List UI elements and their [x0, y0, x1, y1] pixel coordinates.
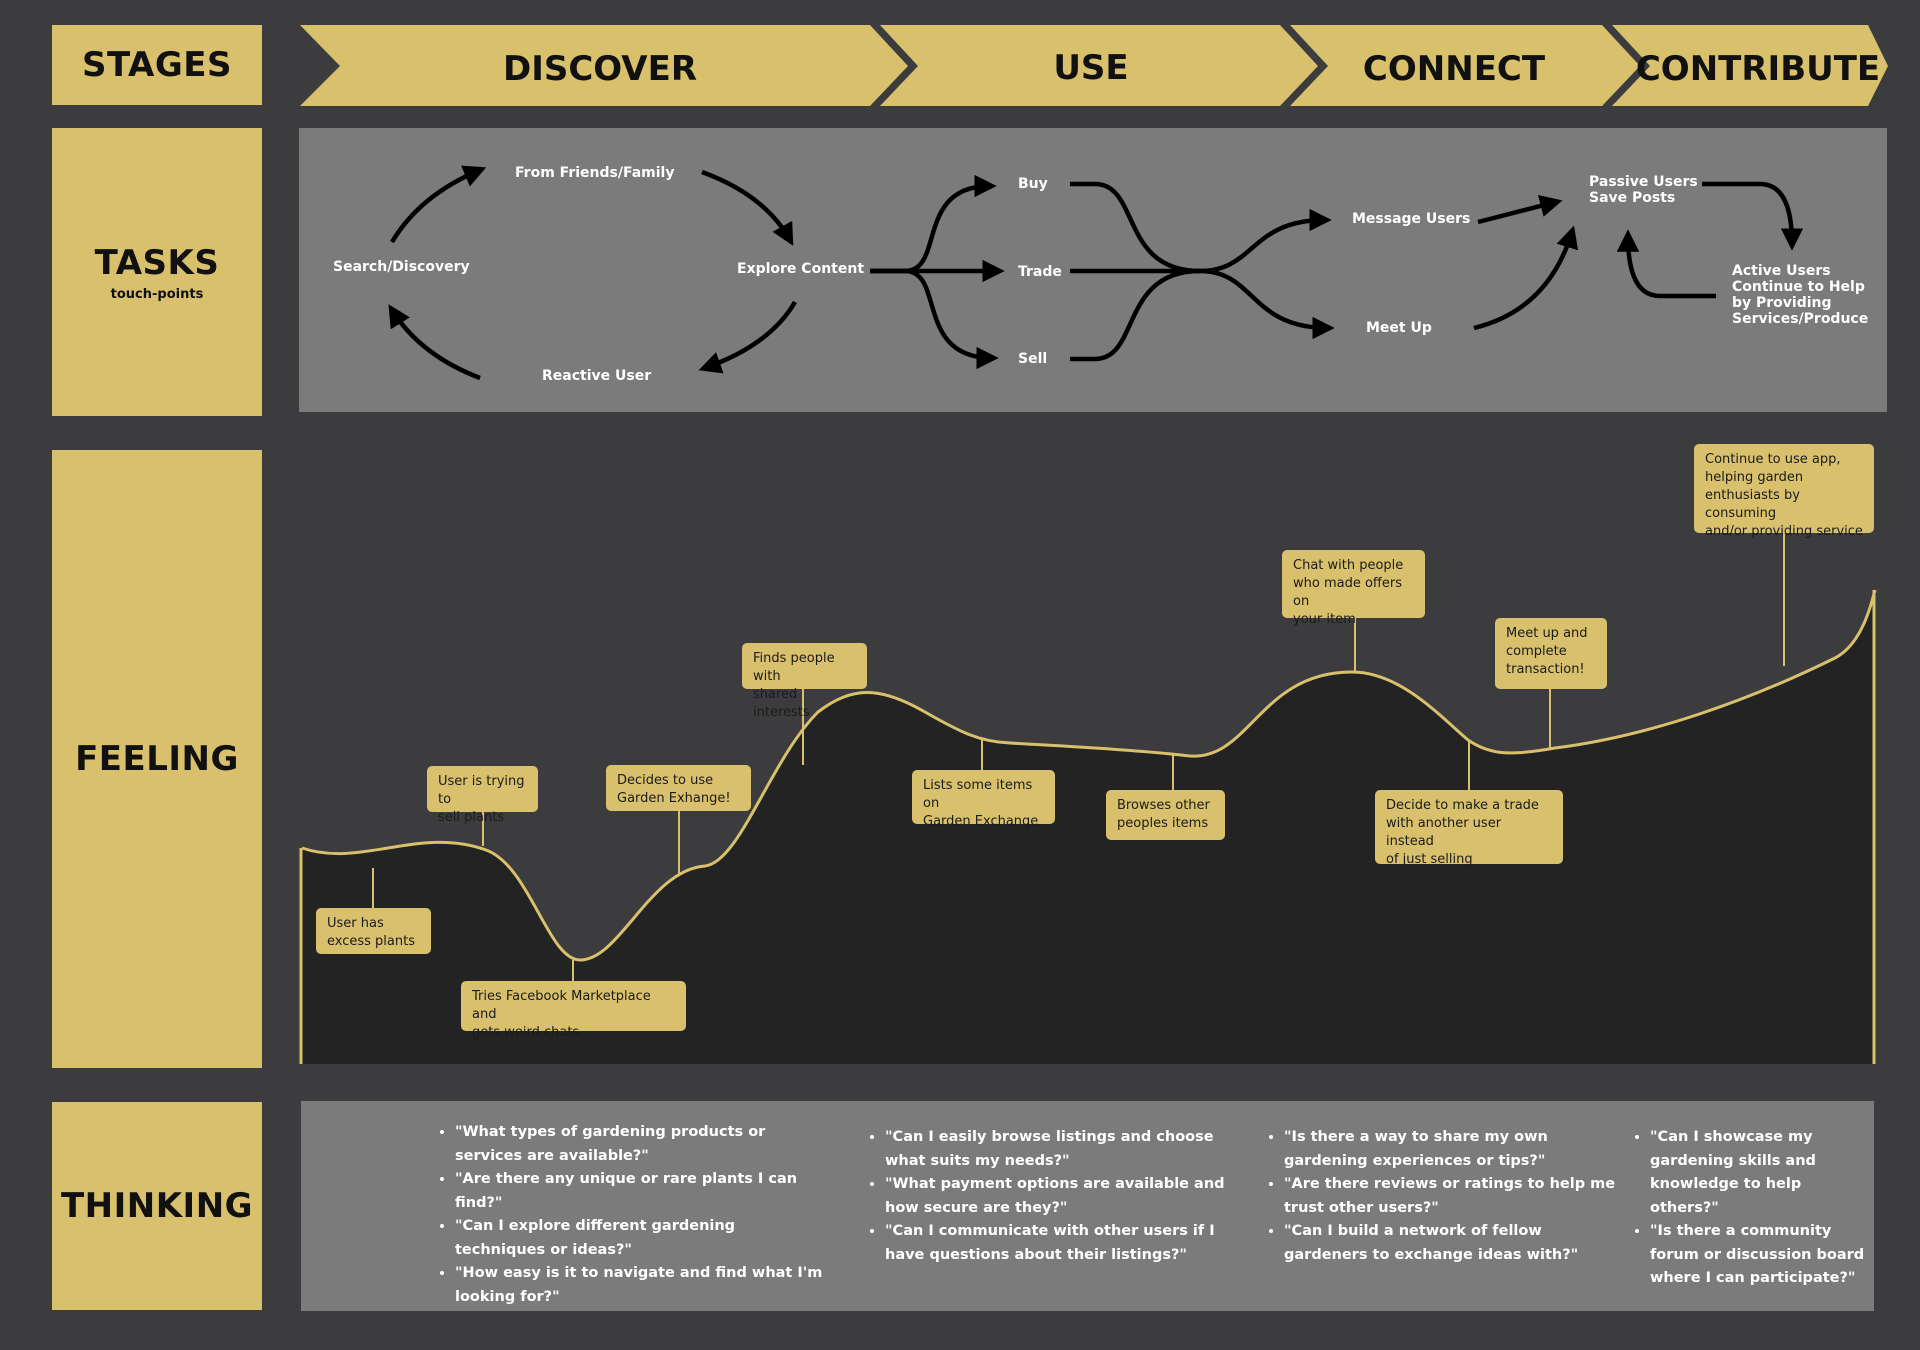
task-passive-users: Passive Users Save Posts [1589, 174, 1703, 206]
thinking-item: "Is there a way to share my own gardenin… [1284, 1126, 1629, 1173]
arrow-reactive-to-search [388, 304, 481, 381]
tasks-flow-diagram: Search/Discovery From Friends/Family Exp… [333, 165, 1870, 384]
stage-label-use: USE [1053, 48, 1128, 88]
feeling-row-label: FEELING [52, 450, 262, 1068]
arrow-friends-to-explore [701, 169, 794, 246]
note-lists-items: Lists some items on Garden Exchange [912, 770, 1055, 829]
task-active-line-2: Continue to Help [1732, 279, 1865, 295]
note-continue-to-use: Continue to use app, helping garden enth… [1694, 444, 1874, 539]
tasks-row-title: TASKS [94, 242, 220, 283]
task-active-line-1: Active Users [1732, 263, 1831, 279]
thinking-item: "Are there reviews or ratings to help me… [1284, 1173, 1629, 1220]
arrow-meetup-to-passive [1473, 225, 1579, 331]
arrow-message-to-passive [1477, 195, 1563, 225]
stage-chevron-use [880, 25, 1318, 106]
task-explore-content: Explore Content [737, 261, 864, 277]
task-buy: Buy [1018, 176, 1048, 192]
arrow-explore-to-reactive [698, 300, 797, 374]
thinking-item: "What types of gardening products or ser… [455, 1121, 825, 1168]
stages-row-label: STAGES [52, 25, 262, 105]
task-passive-line-1: Passive Users [1589, 174, 1698, 190]
task-passive-line-2: Save Posts [1589, 190, 1675, 206]
thinking-item: "Can I communicate with other users if I… [885, 1220, 1255, 1267]
merge-from-buy [1070, 181, 1201, 274]
stage-label-discover: DISCOVER [503, 49, 697, 89]
merge-from-sell [1070, 268, 1201, 362]
task-reactive-user: Reactive User [542, 368, 651, 384]
stage-chevron-discover [300, 25, 908, 106]
thinking-column-contribute: "Can I showcase my gardening skills and … [1632, 1126, 1875, 1291]
note-facebook-marketplace: Tries Facebook Marketplace and gets weir… [461, 981, 686, 1040]
thinking-item: "Can I easily browse listings and choose… [885, 1126, 1255, 1173]
stage-label-connect: CONNECT [1363, 49, 1546, 89]
task-active-users: Active Users Continue to Help by Providi… [1732, 263, 1870, 327]
arrow-to-message-users [1199, 208, 1332, 274]
thinking-item: "Can I build a network of fellow gardene… [1284, 1220, 1629, 1267]
arrow-passive-to-active [1702, 181, 1804, 251]
note-meet-up-complete: Meet up and complete transaction! [1495, 618, 1607, 689]
note-decide-trade: Decide to make a trade with another user… [1375, 790, 1563, 867]
thinking-row-label: THINKING [52, 1102, 262, 1310]
note-decides-garden-exchange: Decides to use Garden Exhange! [606, 765, 751, 811]
feeling-row-title: FEELING [75, 739, 239, 779]
thinking-column-use: "Can I easily browse listings and choose… [867, 1126, 1255, 1267]
feeling-curve-chart [299, 532, 1877, 1064]
arrow-active-to-passive [1616, 229, 1716, 299]
task-search-discovery: Search/Discovery [333, 259, 470, 275]
feeling-curve-line [301, 589, 1877, 962]
task-trade: Trade [1018, 264, 1062, 280]
task-sell: Sell [1018, 351, 1047, 367]
thinking-column-discover: "What types of gardening products or ser… [437, 1121, 825, 1309]
task-message-users: Message Users [1352, 211, 1470, 227]
task-active-line-4: Services/Produce [1732, 311, 1868, 327]
note-chat-offers: Chat with people who made offers on your… [1282, 550, 1425, 627]
arrow-to-meet-up [1199, 268, 1335, 340]
note-trying-to-sell: User is trying to sell plants [427, 766, 538, 825]
stage-chevrons: DISCOVER USE CONNECT CONTRIBUTE [300, 25, 1888, 106]
stage-chevron-connect [1290, 25, 1640, 106]
thinking-panel [301, 1101, 1874, 1311]
thinking-item: "Can I showcase my gardening skills and … [1650, 1126, 1875, 1220]
thinking-item: "What payment options are available and … [885, 1173, 1255, 1220]
tasks-row-label: TASKS touch-points [52, 128, 262, 416]
stages-row-title: STAGES [82, 45, 232, 85]
thinking-item: "Are there any unique or rare plants I c… [455, 1168, 825, 1215]
task-active-line-3: by Providing [1732, 295, 1832, 311]
tasks-row-subtitle: touch-points [110, 286, 204, 302]
arrow-to-sell [870, 268, 999, 370]
thinking-item: "How easy is it to navigate and find wha… [455, 1262, 825, 1309]
note-excess-plants: User has excess plants [316, 908, 431, 954]
note-browses-items: Browses other peoples items [1106, 790, 1225, 840]
stage-label-contribute: CONTRIBUTE [1636, 49, 1880, 89]
note-finds-people: Finds people with shared interests [742, 643, 867, 720]
thinking-column-connect: "Is there a way to share my own gardenin… [1266, 1126, 1629, 1267]
arrow-search-to-friends [390, 165, 487, 244]
thinking-item: "Is there a community forum or discussio… [1650, 1220, 1875, 1291]
task-meet-up: Meet Up [1366, 320, 1432, 336]
feeling-curve-area [302, 590, 1875, 1064]
thinking-row-title: THINKING [60, 1186, 254, 1226]
task-from-friends: From Friends/Family [515, 165, 674, 181]
thinking-item: "Can I explore different gardening techn… [455, 1215, 825, 1262]
stage-chevron-contribute [1612, 25, 1888, 106]
